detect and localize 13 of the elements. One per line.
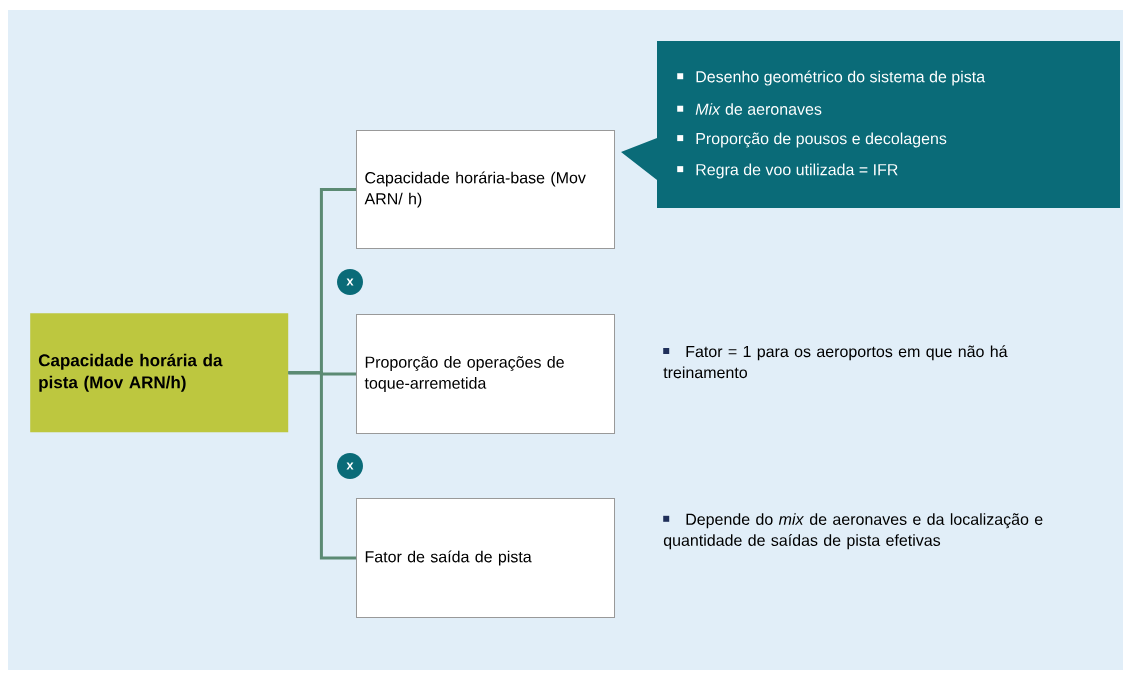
factor-box: Capacidade horária-base (Mov ARN/ h) [356, 130, 615, 249]
connector-line [288, 371, 356, 560]
factor-box: Proporção de operações de toque-arremetida [356, 314, 615, 434]
factor-box: Fator de saída de pista [356, 498, 615, 618]
bullet-item: Desenho geométrico do sistema de pista [677, 70, 986, 86]
bullet-item: Mix de aeronaves [677, 103, 822, 115]
bullet-item: Regra de voo utilizada = IFR [677, 163, 898, 179]
bullet-note: Depende do mix de aeronaves e da localização e quantidade de saídas de pista efetivas [663, 513, 1043, 550]
bullet-note: Fator = 1 para os aeroportos em que não há treinamento [663, 345, 1008, 379]
multiply-badge: x [337, 453, 363, 479]
multiply-badge: x [337, 269, 363, 295]
bullet-item: Proporção de pousos e decolagens [677, 132, 947, 148]
category-box: Capacidade horária da pista (Mov ARN/h) [30, 313, 289, 433]
